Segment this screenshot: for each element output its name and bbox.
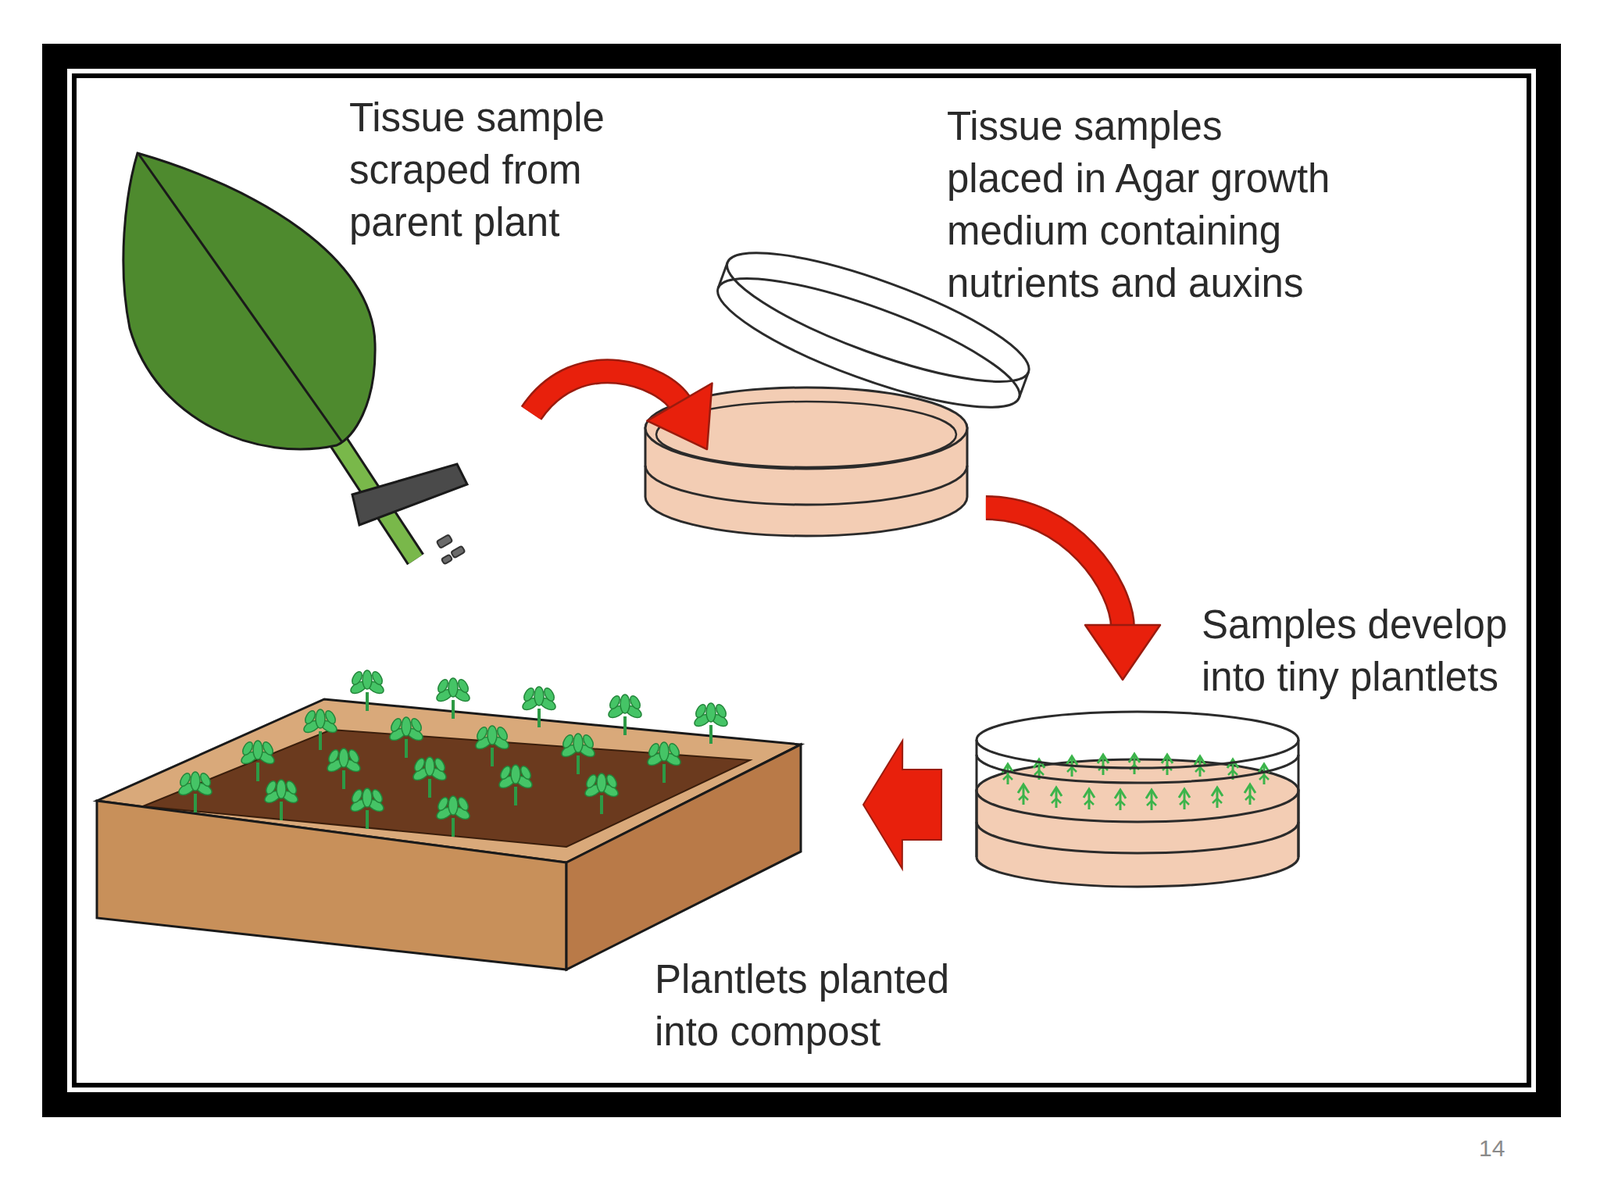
tissue-piece (436, 534, 454, 549)
plant (262, 779, 300, 821)
tray-front (96, 800, 567, 970)
stage-node: Plantlets planted into compost (93, 695, 864, 973)
stage-label: Plantlets planted into compost (654, 953, 968, 1058)
lid-side (1018, 371, 1029, 398)
plant (692, 703, 729, 744)
arrow-head (1085, 625, 1161, 680)
plant (582, 773, 620, 815)
stage-label: Samples develop into tiny plantlets (1201, 598, 1522, 704)
tissue-piece (441, 554, 453, 565)
plantlet (1017, 784, 1029, 805)
plant (410, 757, 448, 798)
plantlet (1146, 789, 1158, 811)
plantlet (1161, 754, 1173, 775)
process-arrow (985, 507, 1161, 680)
plantlet (1083, 789, 1095, 810)
lid-rim (976, 711, 1299, 768)
plantlet (1097, 754, 1109, 775)
plant (301, 709, 339, 750)
leaf-midrib (139, 154, 343, 443)
plantlet (1114, 789, 1126, 811)
frame-inner-line (71, 73, 1532, 1088)
frame-gap (67, 68, 1536, 1093)
agar-level (645, 465, 968, 505)
plant (176, 771, 214, 813)
arrow-shaft (985, 507, 1123, 629)
plantlet (1128, 753, 1140, 775)
lid-side (717, 262, 728, 289)
plant (606, 694, 643, 736)
plantlet (1244, 784, 1256, 805)
block-arrow (863, 740, 942, 869)
arrow-outline (531, 371, 682, 414)
petri-rim (645, 387, 968, 469)
plantlet (1002, 764, 1014, 785)
lid-edge (976, 754, 1299, 783)
agar-surface (656, 401, 957, 468)
arrow-head (646, 383, 712, 450)
plantlet (1050, 787, 1062, 808)
tray-side (566, 744, 801, 970)
plantlet (1211, 787, 1223, 808)
frame-interior (76, 78, 1527, 1083)
plant (496, 764, 534, 806)
plantlet (1178, 789, 1190, 810)
tray-plants (176, 670, 729, 837)
agar-level (976, 821, 1299, 854)
dish-side (976, 739, 1299, 858)
plantlet (1258, 764, 1270, 785)
stage-label: Tissue samples placed in Agar growth med… (946, 100, 1343, 310)
plant (434, 678, 472, 719)
page-number: 14 (1478, 1134, 1505, 1163)
scalpel-blade (352, 464, 468, 525)
tissue-piece (450, 546, 465, 559)
plant (520, 686, 558, 728)
stage-label: Tissue sample scraped from parent plant (349, 91, 631, 249)
leaf-blade (123, 153, 375, 450)
stage-node: Tissue samples placed in Agar growth med… (707, 257, 1032, 508)
stage-node: Tissue sample scraped from parent plant (117, 144, 532, 571)
plant (239, 740, 276, 782)
plant (348, 788, 386, 829)
arrow-outline (985, 507, 1123, 629)
arrow-shaft (531, 371, 682, 414)
stage-node: Samples develop into tiny plantlets (941, 679, 1305, 891)
lid-rim (714, 228, 1041, 407)
frame-outer (42, 43, 1561, 1118)
plant (348, 670, 386, 711)
process-arrow (863, 740, 942, 869)
plant (434, 796, 472, 837)
plant (645, 742, 683, 783)
plant (325, 748, 362, 790)
plant (473, 725, 511, 767)
plant (559, 733, 597, 775)
plant (387, 717, 425, 758)
process-arrow (531, 371, 713, 450)
